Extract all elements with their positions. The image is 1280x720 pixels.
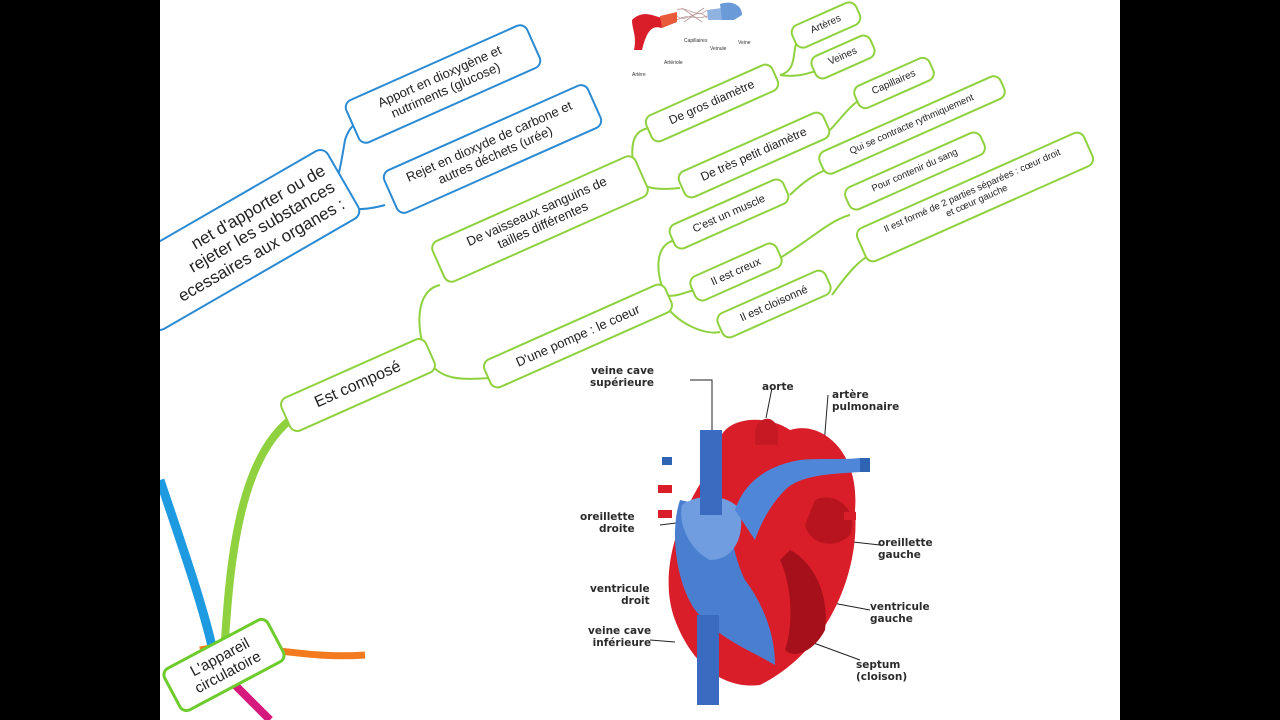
vessel-illustration [632,2,742,51]
label-septum: septum (cloison) [856,659,908,683]
artery-shape [632,14,662,51]
slide-canvas: net d'apporter ou de rejeter les substan… [160,0,1120,720]
arteriole-shape [660,12,677,28]
vein-shape [720,2,742,20]
vessel-label-veine: Veine [738,40,751,46]
vessel-label-artere: Artère [632,72,646,78]
label-ventricule-gauche: ventricule gauche [870,601,930,625]
connector-cloisonne [664,304,721,334]
vessel-image: Artère Artériole Capillaires Veinule Vei… [622,0,762,80]
vessel-label-capillaires: Capillaires [684,38,708,44]
venule-shape [707,8,722,20]
cyan-branch [160,478,220,661]
left-atrium [805,497,853,544]
green-root-branch [221,416,293,641]
pulmonary-vein-stub-2 [844,512,856,520]
label-aorte: aorte [762,381,794,393]
connector-contenir [779,214,851,259]
connector-pompe [427,359,491,380]
left-ventricle-inner [780,550,826,654]
label-veine-cave-sup: veine cave supérieure [590,365,655,389]
inferior-vena-cava [697,615,719,705]
connector-capillaires [829,99,861,131]
aorta-top [755,418,778,445]
label-ventricule-droit: ventricule droit [590,583,650,607]
capillary-network [676,7,711,23]
vessel-stub-1 [662,457,672,465]
pulmonary-stub [860,458,870,472]
heart-diagram: veine cave supérieure aorte artère pulmo… [560,360,960,710]
label-artere-pulmonaire: artère pulmonaire [832,389,900,413]
vessel-label-veinule: Veinule [710,46,727,52]
label-veine-cave-inf: veine cave inférieure [588,625,652,649]
heart-illustration [649,379,881,705]
connector-deux-parties [831,254,871,296]
pulmonary-artery [735,458,860,540]
veines-label: Veines [826,45,859,68]
superior-vena-cava [700,430,722,515]
vessel-label-arteriole: Artériole [664,60,683,66]
right-atrium [681,496,742,560]
connector-contracte [789,169,826,196]
label-oreillette-droite: oreillette droite [580,511,635,535]
pulmonary-vein-stub-1 [840,490,852,498]
mindmap-stage: net d'apporter ou de rejeter les substan… [160,0,1120,720]
vessel-stub-3 [658,510,672,518]
arteres-label: Artères [808,13,843,37]
vessel-stub-2 [658,485,672,493]
label-oreillette-gauche: oreillette gauche [878,537,933,561]
